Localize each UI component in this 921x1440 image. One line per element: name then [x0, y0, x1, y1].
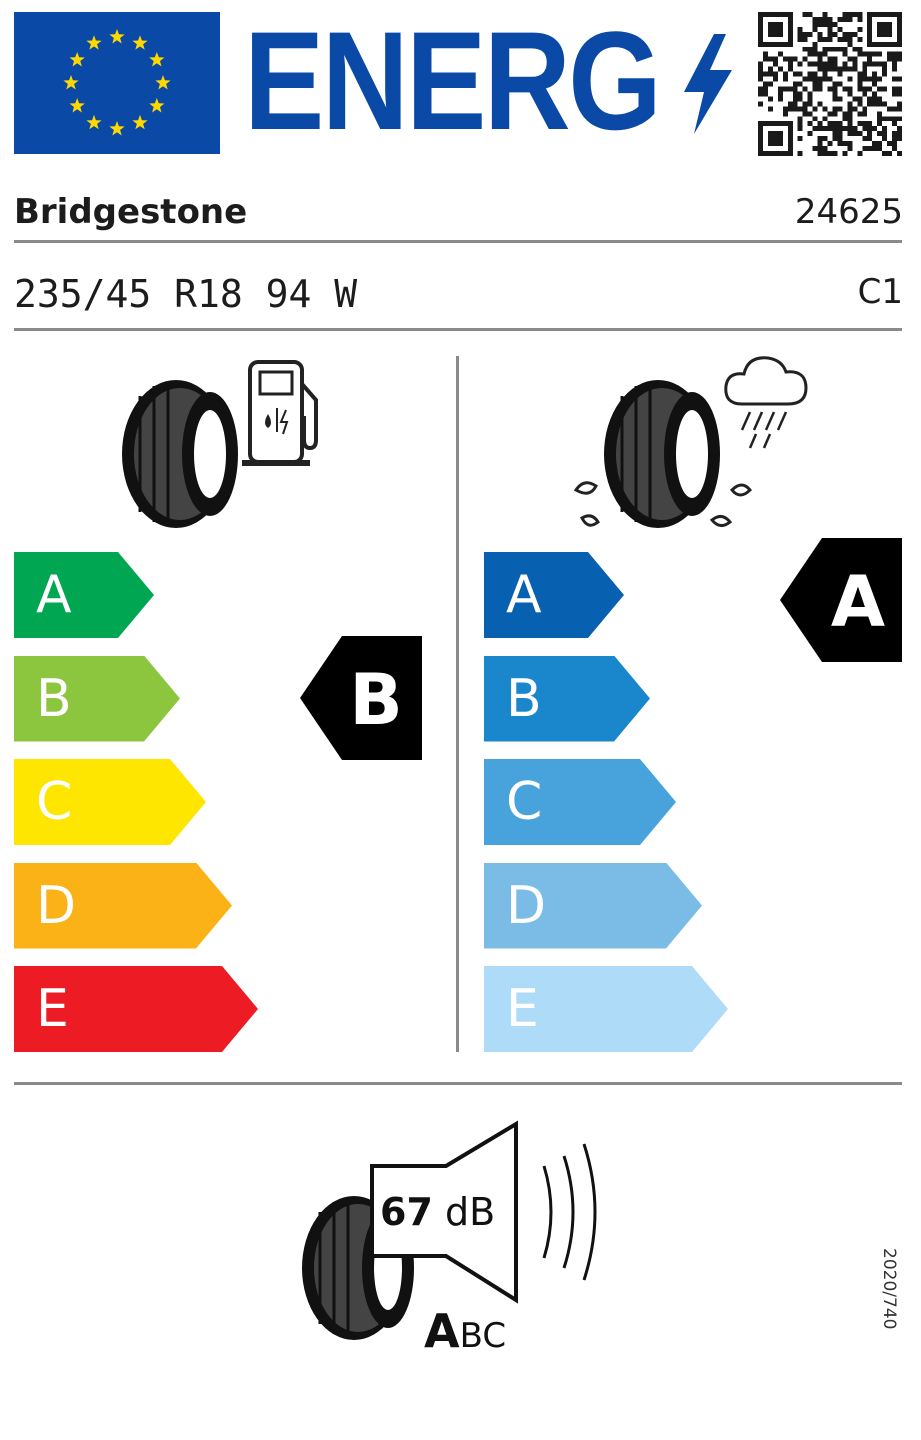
wet-grip-class-label: A [506, 565, 542, 625]
noise-level: 67 dB [380, 1190, 495, 1234]
noise-value: 67 [380, 1190, 433, 1234]
fuel-class-label: A [36, 565, 72, 625]
fuel-class-label: E [36, 979, 69, 1039]
noise-unit: dB [444, 1190, 496, 1234]
fuel-class-d: D [14, 862, 232, 949]
wet-grip-class-b: B [484, 655, 650, 742]
fuel-class-c: C [14, 759, 206, 845]
wet-grip-class-label: B [506, 668, 542, 729]
lightning-bolt-icon [684, 34, 732, 134]
eu-star-icon [109, 29, 125, 44]
wet-grip-class-a: A [484, 552, 624, 638]
fuel-class-a: A [14, 552, 154, 638]
fuel-class-label: D [36, 875, 77, 936]
fuel-class-e: E [14, 966, 258, 1052]
noise-class-rest: BC [459, 1316, 507, 1356]
eu-star-icon [109, 121, 125, 136]
eu-star-icon [149, 52, 165, 67]
regulation-number: 2020/740 [879, 1248, 899, 1330]
divider [14, 240, 902, 243]
energy-logo: ENERG [244, 6, 727, 156]
eu-star-icon [132, 35, 148, 50]
wet-grip-class-label: C [506, 772, 543, 832]
eu-star-icon [149, 98, 165, 113]
noise-class-active: A [424, 1304, 460, 1358]
eu-flag-icon [14, 12, 220, 154]
wet-grip-rating-letter: A [831, 561, 885, 643]
divider [14, 1082, 902, 1085]
tyre-class: C1 [857, 272, 903, 312]
wet-grip-class-label: E [506, 979, 539, 1039]
tyre-speaker-icon [302, 1120, 597, 1340]
brand-name: Bridgestone [14, 192, 248, 232]
fuel-class-label: B [36, 668, 72, 729]
wet-grip-class-e: E [484, 966, 728, 1052]
energy-word: ENERG [244, 2, 662, 159]
wet-grip-class-label: D [506, 875, 547, 936]
tyre-fuel-pump-icon [122, 360, 318, 528]
qr-code-icon[interactable] [758, 12, 902, 156]
tyre-size: 235/45 R18 94 W [14, 272, 358, 316]
divider [14, 328, 902, 331]
article-number: 24625 [794, 192, 903, 232]
fuel-rating-badge: B [300, 636, 422, 760]
eu-star-icon [155, 75, 171, 90]
fuel-class-b: B [14, 655, 180, 742]
noise-class: ABC [424, 1306, 506, 1367]
fuel-class-label: C [36, 772, 73, 832]
eu-star-icon [69, 52, 85, 67]
wet-grip-class-c: C [484, 759, 676, 845]
tyre-rain-cloud-icon [573, 356, 808, 528]
wet-grip-rating-badge: A [780, 538, 902, 662]
eu-star-icon [63, 75, 79, 90]
eu-star-icon [132, 114, 148, 130]
wet-grip-class-d: D [484, 862, 702, 949]
divider [456, 356, 459, 1052]
eu-star-icon [86, 114, 102, 130]
fuel-rating-letter: B [349, 659, 402, 741]
eu-star-icon [69, 98, 85, 113]
eu-star-icon [86, 35, 102, 50]
